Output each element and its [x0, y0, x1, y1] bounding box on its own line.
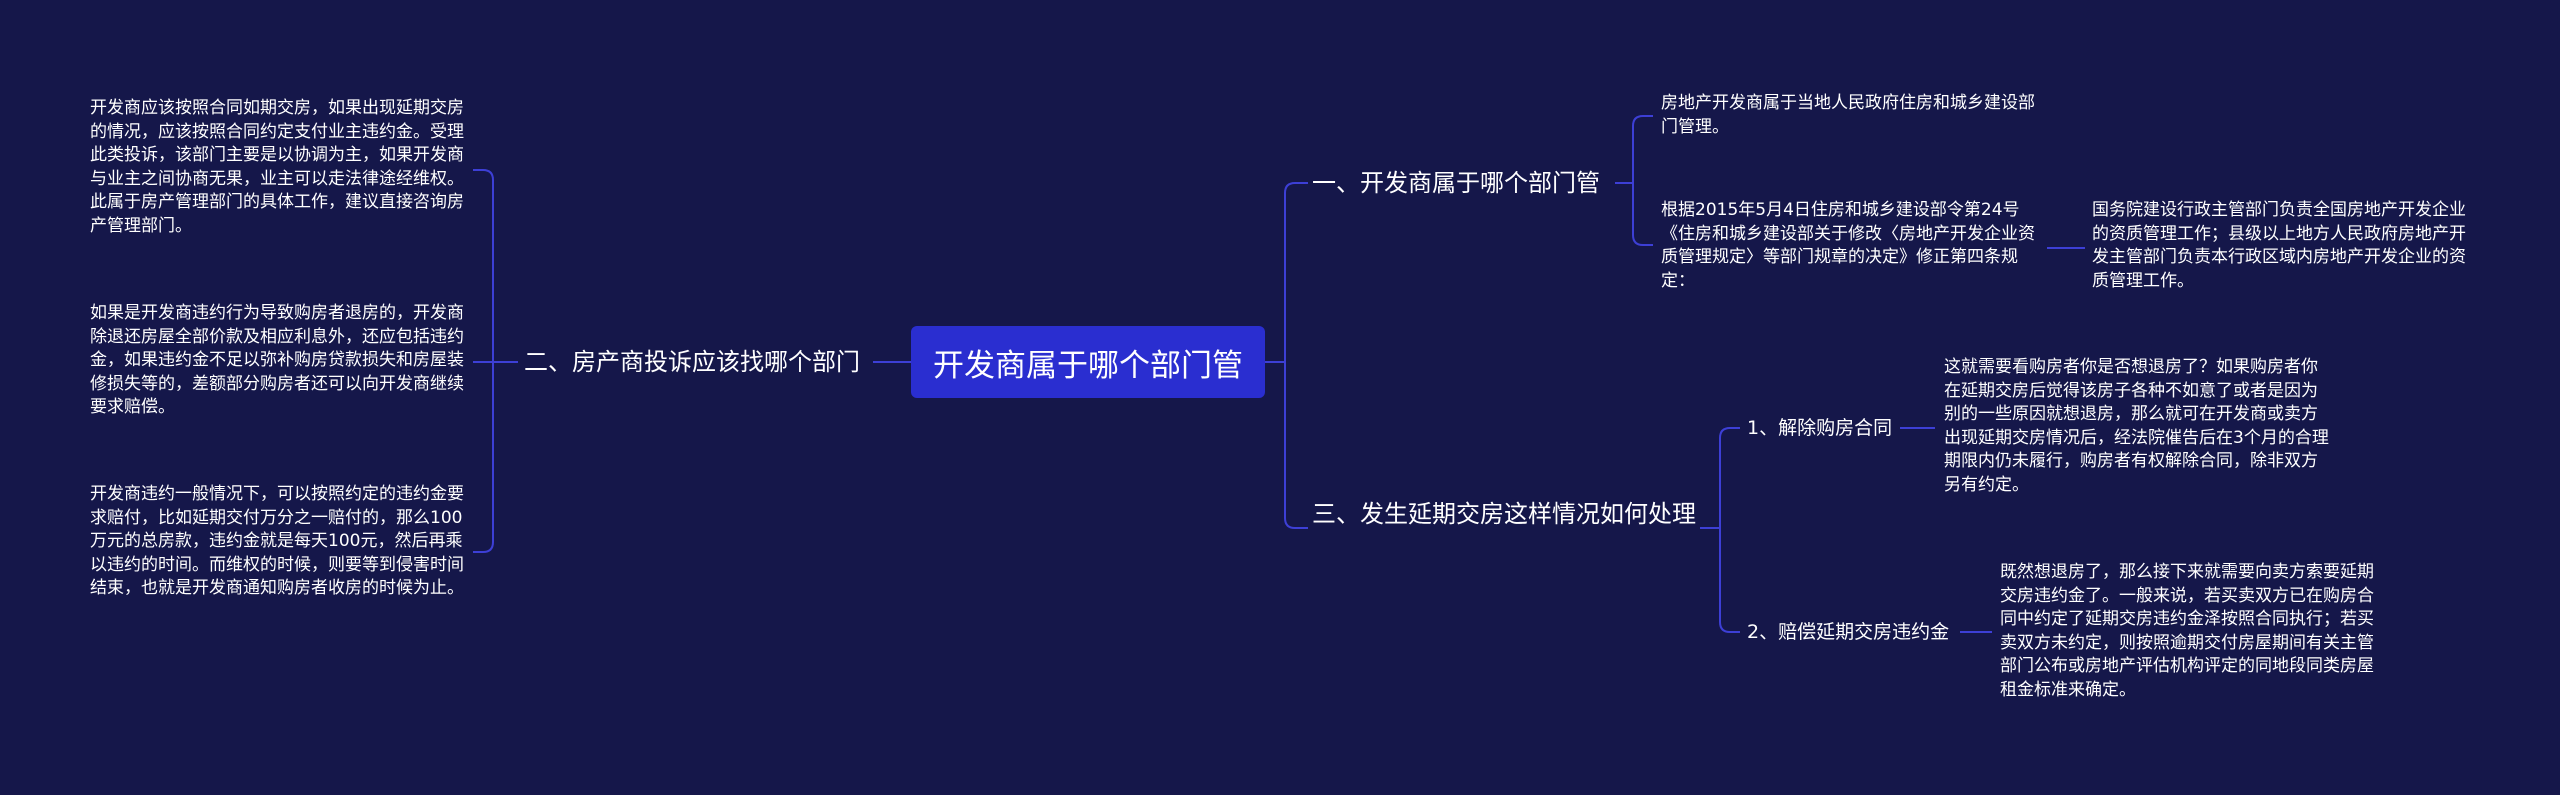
- connector-b2-leaves: [473, 169, 494, 553]
- root-node[interactable]: 开发商属于哪个部门管: [911, 326, 1265, 398]
- branch-3-sub-2-label: 2、赔偿延期交房违约金: [1747, 621, 1950, 643]
- branch-3-sub-2-leaf: 既然想退房了，那么接下来就需要向卖方索要延期交房违约金了。一般来说，若买卖双方已…: [2000, 562, 2374, 700]
- branch-2-label: 二、房产商投诉应该找哪个部门: [524, 348, 860, 376]
- connector-trunk-right: [1284, 182, 1308, 362]
- branch-3-sub-1-label: 1、解除购房合同: [1747, 417, 1893, 439]
- branch-3-label: 三、发生延期交房这样情况如何处理: [1312, 500, 1696, 528]
- root-title: 开发商属于哪个部门管: [933, 347, 1243, 384]
- branch-2-leaf-2: 如果是开发商违约行为导致购房者退房的，开发商除退还房屋全部价款及相应利息外，还应…: [90, 303, 464, 417]
- branch-1-leaf-2-child: 国务院建设行政主管部门负责全国房地产开发企业的资质管理工作；县级以上地方人民政府…: [2092, 200, 2466, 291]
- branch-3-sub-2[interactable]: 2、赔偿延期交房违约金: [1747, 619, 1962, 645]
- connector-b1-leaves: [1632, 115, 1653, 246]
- branch-2[interactable]: 二、房产商投诉应该找哪个部门: [524, 345, 884, 379]
- branch-1-label: 一、开发商属于哪个部门管: [1312, 169, 1600, 197]
- branch-3-sub-1-leaf: 这就需要看购房者你是否想退房了？如果购房者你在延期交房后觉得该房子各种不如意了或…: [1944, 357, 2329, 495]
- branch-3-sub-1[interactable]: 1、解除购房合同: [1747, 415, 1907, 441]
- branch-1-leaf-1: 房地产开发商属于当地人民政府住房和城乡建设部门管理。: [1661, 93, 2035, 137]
- branch-2-leaf-1: 开发商应该按照合同如期交房，如果出现延期交房的情况，应该按照合同约定支付业主违约…: [90, 98, 464, 236]
- branch-2-leaf-3: 开发商违约一般情况下，可以按照约定的违约金要求赔付，比如延期交付万分之一赔付的，…: [90, 484, 464, 598]
- branch-3[interactable]: 三、发生延期交房这样情况如何处理: [1312, 497, 1702, 531]
- branch-1-leaf-2: 根据2015年5月4日住房和城乡建设部令第24号《住房和城乡建设部关于修改〈房地…: [1661, 200, 2035, 291]
- connector-trunk-right-b3: [1284, 362, 1308, 529]
- connector-b3-subs: [1719, 427, 1740, 633]
- branch-1[interactable]: 一、开发商属于哪个部门管: [1312, 166, 1622, 200]
